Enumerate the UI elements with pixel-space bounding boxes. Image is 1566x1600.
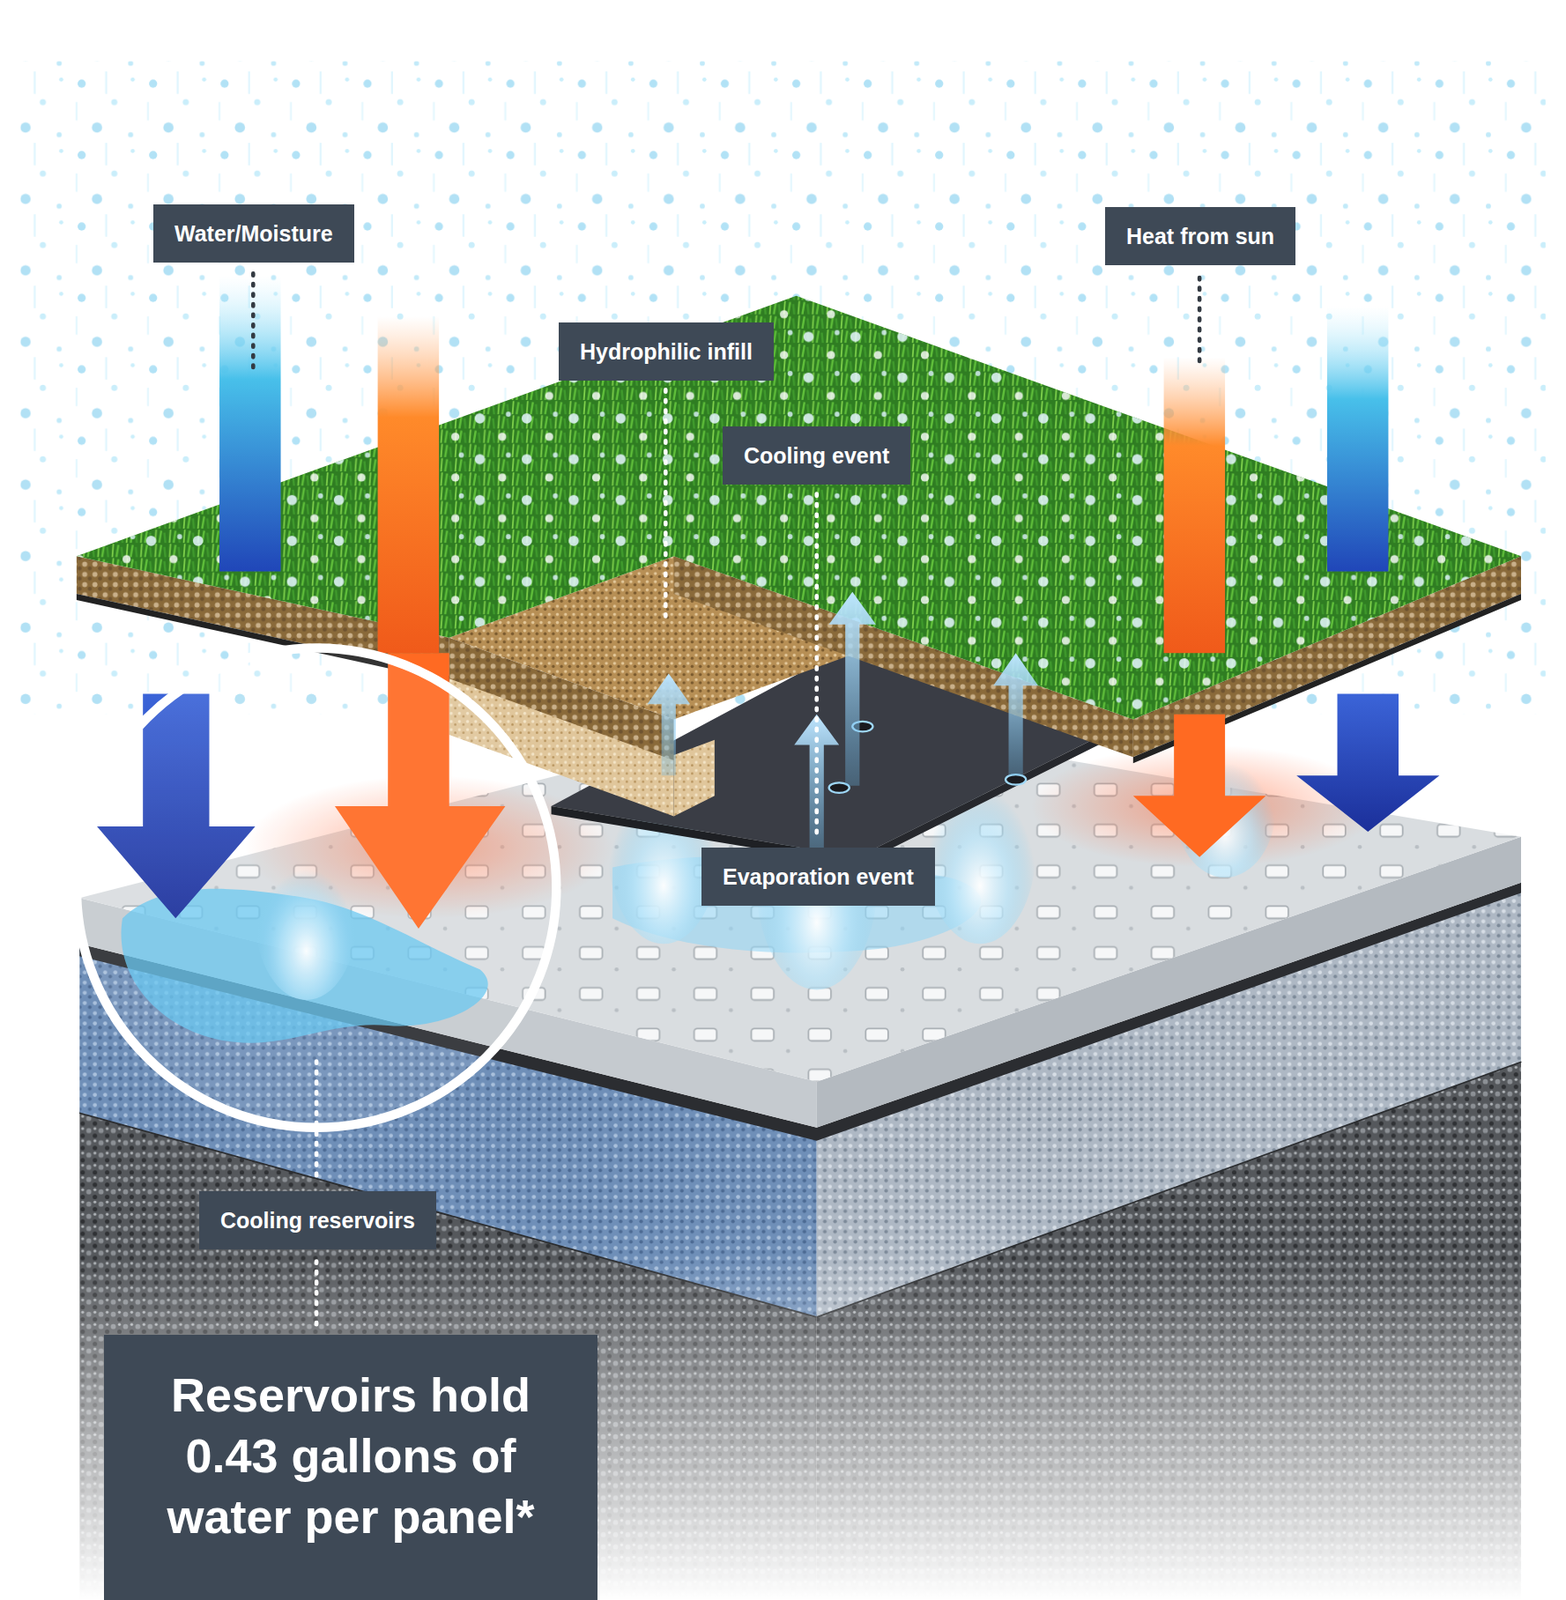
fact-box: Reservoirs hold 0.43 gallons of water pe… [103, 1335, 598, 1600]
label-text: Cooling event [743, 442, 890, 469]
callout-label: Evaporation event [701, 847, 936, 906]
label-text: Reservoirs hold 0.43 gallons of water pe… [126, 1365, 575, 1548]
callout-label: Cooling reservoirs [199, 1191, 437, 1250]
label-text: Evaporation event [722, 863, 914, 891]
label-text: Hydrophilic infill [579, 338, 753, 365]
callout-label: Cooling event [722, 426, 911, 485]
callout-label: Heat from sun [1105, 207, 1296, 266]
callout-label: Hydrophilic infill [558, 322, 774, 381]
label-text: Cooling reservoirs [220, 1207, 416, 1234]
label-text: Water/Moisture [174, 220, 334, 247]
callout-label: Water/Moisture [153, 204, 355, 263]
label-text: Heat from sun [1126, 222, 1275, 250]
